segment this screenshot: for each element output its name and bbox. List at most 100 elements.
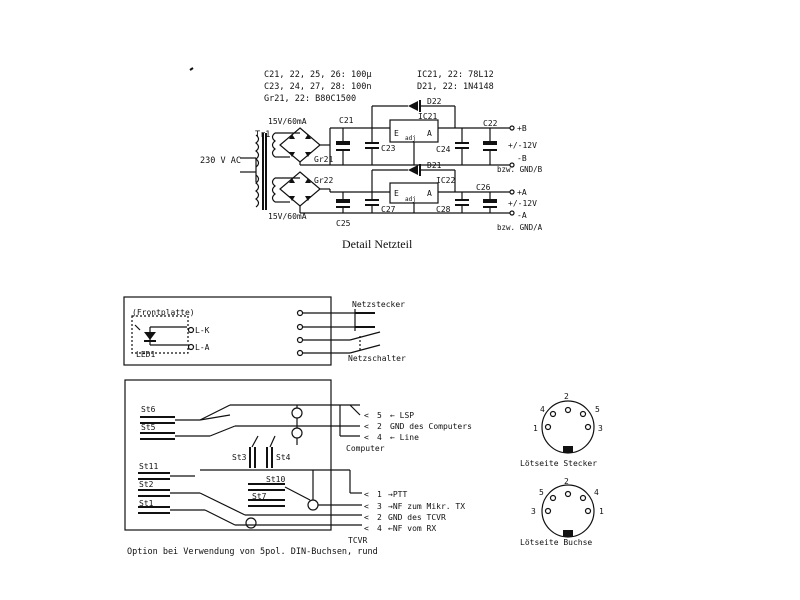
out-b-gnd: bzw. GND/B — [497, 165, 543, 174]
switch-contact-2 — [291, 427, 303, 439]
st3-label: St3 — [232, 453, 247, 462]
mains-terminal-2 — [296, 323, 304, 331]
c27-label: C27 — [381, 205, 396, 214]
mains-terminal-1 — [296, 309, 304, 317]
ic21-adj-pin: adj — [405, 135, 416, 142]
din-plug-pinout: 2 4 5 1 3 Lötseite Stecker — [520, 392, 603, 468]
lower-rail: E A adj — [275, 164, 515, 216]
note-rectifiers: Gr21, 22: B80C1500 — [264, 94, 356, 104]
c25-label: C25 — [336, 219, 351, 228]
tcvr-pin-1: < — [364, 490, 369, 499]
led-area-box — [131, 315, 189, 354]
din-plug-key — [563, 446, 573, 453]
st6-label: St6 — [141, 405, 156, 414]
ic21-a-pin: A — [427, 129, 432, 138]
capacitor-c25 — [336, 192, 350, 213]
tcvr-pin-3: < — [364, 502, 369, 511]
out-b-minus: -B — [517, 154, 527, 163]
ic22-e-pin: E — [394, 189, 399, 198]
tcvr-pin-3-text: →NF zum Mikr. TX — [388, 502, 465, 511]
din-plug-caption: Lötseite Stecker — [520, 459, 597, 468]
switch-contact-4 — [245, 517, 257, 529]
tcvr-connector: < < < < 1 →PTT 3 →NF zum Mikr. TX 2 GND … — [348, 490, 465, 545]
capacitor-c26 — [483, 192, 497, 213]
out-b-voltage: +/-12V — [508, 141, 537, 150]
capacitor-c28 — [455, 192, 469, 213]
transformer-symbol — [240, 132, 276, 210]
computer-pin-2: < — [364, 422, 369, 431]
computer-connector: < < < 5 ← LSP 2 GND des Computers 4 ← Li… — [346, 411, 472, 453]
diode-d22 — [408, 100, 421, 112]
lk-label: L-K — [195, 326, 210, 335]
gr22-label: Gr22 — [314, 176, 333, 185]
din-socket-pin-4: 4 — [594, 488, 599, 497]
tcvr-pin-1-num: 1 — [377, 490, 382, 499]
note-regulators: IC21, 22: 78L12 — [417, 70, 494, 80]
ic21-label: IC21 — [418, 112, 437, 121]
capacitor-c23 — [365, 128, 379, 165]
footer-option-note: Option bei Verwendung von 5pol. DIN-Buch… — [127, 547, 378, 557]
jack-box — [124, 379, 332, 531]
netzschalter-label: Netzschalter — [348, 354, 406, 363]
la-terminal — [187, 343, 195, 351]
din-plug-pin-4: 4 — [540, 405, 545, 414]
jack-st5 — [140, 425, 360, 440]
tcvr-pin-2-num: 2 — [377, 513, 382, 522]
tcvr-label: TCVR — [348, 536, 367, 545]
din-plug-shell — [541, 400, 595, 454]
din-plug-pin-5: 5 — [595, 405, 600, 414]
out-a-gnd: bzw. GND/A — [497, 223, 543, 232]
psu-caption: Detail Netzteil — [342, 237, 413, 251]
mains-terminal-3 — [296, 336, 304, 344]
st2-label: St2 — [139, 480, 154, 489]
parts-notes: C21, 22, 25, 26: 100µ C23, 24, 27, 28: 1… — [264, 70, 494, 104]
computer-pin-2-text: GND des Computers — [390, 422, 472, 431]
stray-mark — [189, 67, 194, 71]
din-socket-key — [563, 530, 573, 537]
upper-rail: E A adj — [275, 100, 515, 168]
tcvr-pin-2-text: GND des TCVR — [388, 513, 446, 522]
mains-plug-symbol — [302, 309, 375, 331]
diode-d21 — [408, 164, 421, 176]
tcvr-pin-4-text: ←NF vom RX — [388, 524, 436, 533]
computer-pin-5-text: ← LSP — [390, 411, 414, 420]
jack-st7 — [248, 499, 285, 507]
din-socket-pinout: 2 5 4 3 1 Lötseite Buchse — [520, 477, 604, 547]
out-a-minus: -A — [517, 211, 527, 220]
tcvr-pin-4: < — [364, 524, 369, 533]
capacitor-c22 — [483, 128, 497, 165]
ac-input-label: 230 V AC — [200, 156, 241, 166]
computer-pin-5-num: 5 — [377, 411, 382, 420]
st11-label: St11 — [139, 462, 158, 471]
jack-st10 — [248, 483, 311, 501]
computer-pin-4-text: ← Line — [390, 433, 419, 442]
din-socket-shell — [541, 484, 595, 538]
jack-st1 — [138, 506, 362, 526]
c23-label: C23 — [381, 144, 396, 153]
c24-label: C24 — [436, 145, 451, 154]
c21-label: C21 — [339, 116, 354, 125]
d22-label: D22 — [427, 97, 442, 106]
out-b-plus: +B — [517, 124, 527, 133]
front-panel-box — [123, 296, 332, 366]
gr21-label: Gr21 — [314, 155, 333, 164]
din-plug-pin-3: 3 — [598, 424, 603, 433]
d21-label: D21 — [427, 161, 442, 170]
jack-st2 — [138, 489, 362, 516]
c22-label: C22 — [483, 119, 498, 128]
din-socket-pin-2: 2 — [564, 477, 569, 486]
ic22-adj-pin: adj — [405, 196, 416, 203]
computer-pin-4: < — [364, 433, 369, 442]
capacitor-c27 — [365, 192, 379, 213]
computer-pin-5: < — [364, 411, 369, 420]
jack-wiring-diagram: St6 St5 St3 St4 — [124, 379, 472, 545]
capacitor-c21 — [336, 128, 350, 165]
st5-label: St5 — [141, 423, 156, 432]
trafo-bottom-rating: 15V/60mA — [268, 212, 307, 221]
tcvr-pin-3-num: 3 — [377, 502, 382, 511]
c28-label: C28 — [436, 205, 451, 214]
note-capacitors-100u: C21, 22, 25, 26: 100µ — [264, 70, 371, 80]
regulator-ic21 — [371, 105, 490, 165]
front-panel-diagram: (Frontplatte) LED1 L-K L-A — [123, 296, 406, 366]
